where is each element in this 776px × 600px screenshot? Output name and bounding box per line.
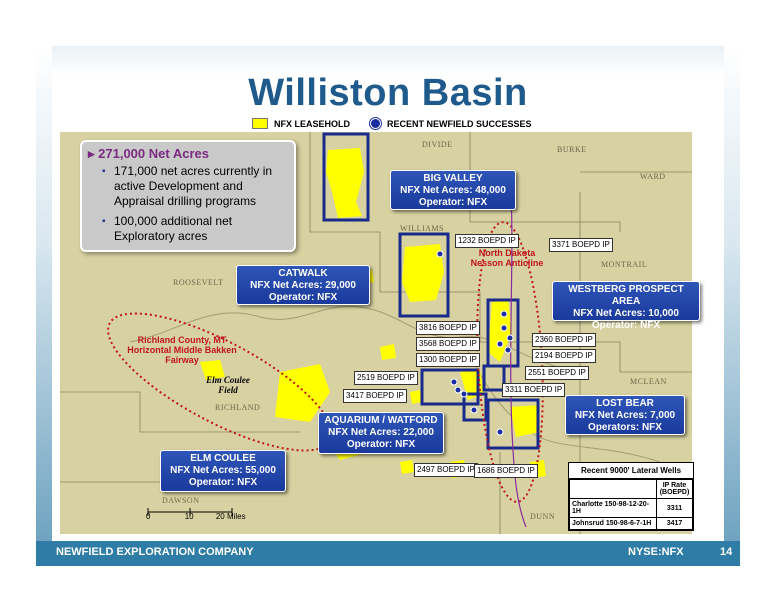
wells-table-title: Recent 9000' Lateral Wells <box>569 463 693 479</box>
catwalk-acres: NFX Net Acres: 29,000 <box>250 280 356 291</box>
callout-aquarium-watford: AQUARIUM / WATFORD NFX Net Acres: 22,000… <box>318 412 444 454</box>
nfx-area-boxes <box>322 132 540 450</box>
ip-label-3417: 3417 BOEPD IP <box>343 389 407 403</box>
net-acres-bullets: 171,000 net acres currently in active De… <box>88 164 288 244</box>
map-legend: NFX LEASEHOLD RECENT NEWFIELD SUCCESSES <box>252 118 532 129</box>
scale-zero: 0 <box>146 512 151 521</box>
scale-twenty: 20 Miles <box>215 512 246 521</box>
bullet-development: 171,000 net acres currently in active De… <box>102 164 288 209</box>
ip-label-2519: 2519 BOEPD IP <box>354 371 418 385</box>
callout-catwalk: CATWALK NFX Net Acres: 29,000 Operator: … <box>236 265 370 305</box>
catwalk-name: CATWALK <box>278 268 328 279</box>
lost-bear-acres: NFX Net Acres: 7,000 <box>574 410 676 421</box>
ip-label-3568: 3568 BOEPD IP <box>416 337 480 351</box>
ip-label-3816: 3816 BOEPD IP <box>416 321 480 335</box>
table-row: Charlotte 150-98-12-20-1H 3311 <box>569 498 693 518</box>
well-ip-cell: 3417 <box>656 517 693 530</box>
ip-label-2194: 2194 BOEPD IP <box>532 349 596 363</box>
county-mountrail: MONTRAIL <box>601 260 648 269</box>
net-acres-infobox: ▸ 271,000 Net Acres 171,000 net acres cu… <box>80 140 296 252</box>
callout-lost-bear: LOST BEAR NFX Net Acres: 7,000 Operators… <box>565 395 685 435</box>
slide-title: Williston Basin <box>248 72 528 114</box>
legend-successes-label: RECENT NEWFIELD SUCCESSES <box>387 118 532 129</box>
aquarium-name: AQUARIUM / WATFORD <box>324 415 438 426</box>
header-ip-rate: IP Rate (BOEPD) <box>656 479 693 499</box>
footer-company: NEWFIELD EXPLORATION COMPANY <box>56 546 254 558</box>
callout-big-valley: BIG VALLEY NFX Net Acres: 48,000 Operato… <box>390 170 516 210</box>
footer-bar <box>36 541 740 566</box>
westberg-name: WESTBERG PROSPECT AREA <box>568 284 684 307</box>
lost-bear-name: LOST BEAR <box>596 398 654 409</box>
legend-leasehold-label: NFX LEASEHOLD <box>274 118 351 129</box>
aquarium-acres: NFX Net Acres: 22,000 <box>328 427 434 438</box>
county-mclean: MCLEAN <box>630 377 667 386</box>
table-row: Johnsrud 150-98-6-7-1H 3417 <box>569 517 693 530</box>
footer-ticker: NYSE:NFX <box>628 546 684 558</box>
page-number: 14 <box>720 546 733 558</box>
right-accent-bar <box>724 46 740 541</box>
elm-coulee-acres: NFX Net Acres: 55,000 <box>170 465 276 476</box>
header-blank-cell <box>569 479 657 499</box>
elm-coulee-field-label: Elm Coulee Field <box>206 375 250 395</box>
elm-coulee-operator: Operator: NFX <box>188 477 258 488</box>
ip-label-1300: 1300 BOEPD IP <box>416 353 480 367</box>
well-name-cell: Charlotte 150-98-12-20-1H <box>569 498 657 518</box>
county-burke: BURKE <box>557 145 587 154</box>
leasehold-swatch <box>252 118 268 129</box>
scale-bar <box>147 508 233 516</box>
table-header-row: IP Rate (BOEPD) <box>569 479 693 499</box>
county-richland: RICHLAND <box>215 403 261 412</box>
county-dawson: DAWSON <box>162 496 200 505</box>
richland-fairway-label: Richland County, MT Horizontal Middle Ba… <box>127 335 237 365</box>
county-williams: WILLIAMS <box>400 224 444 233</box>
bullet-exploratory: 100,000 additional net Exploratory acres <box>102 214 288 244</box>
westberg-operator: Operator: NFX <box>591 320 661 331</box>
scale-labels: 0 10 20 Miles <box>146 512 246 521</box>
nesson-anticline-label: North Dakota Nesson Anticline <box>470 248 544 268</box>
big-valley-name: BIG VALLEY <box>423 173 483 184</box>
catwalk-operator: Operator: NFX <box>268 292 338 303</box>
ip-label-2551: 2551 BOEPD IP <box>525 366 589 380</box>
ip-label-1686: 1686 BOEPD IP <box>474 464 538 478</box>
aquarium-operator: Operator: NFX <box>346 439 416 450</box>
ip-label-3311: 3311 BOEPD IP <box>502 383 566 397</box>
county-roosevelt: ROOSEVELT <box>173 278 224 287</box>
success-dot-icon <box>370 118 382 129</box>
big-valley-acres: NFX Net Acres: 48,000 <box>400 185 506 196</box>
net-acres-heading-text: 271,000 Net Acres <box>98 146 209 161</box>
county-dunn: DUNN <box>530 512 556 521</box>
well-ip-cell: 3311 <box>656 498 693 518</box>
net-acres-heading: ▸ 271,000 Net Acres <box>88 146 209 161</box>
county-ward: WARD <box>640 172 666 181</box>
ip-label-3371: 3371 BOEPD IP <box>549 238 613 252</box>
callout-westberg: WESTBERG PROSPECT AREA NFX Net Acres: 10… <box>552 281 700 331</box>
lost-bear-operator: Operators: NFX <box>588 422 662 433</box>
left-accent-bar <box>36 46 52 541</box>
big-valley-operator: Operator: NFX <box>418 197 488 208</box>
westberg-acres: NFX Net Acres: 10,000 <box>573 308 679 319</box>
top-band <box>36 46 740 76</box>
ip-label-2497: 2497 BOEPD IP <box>414 463 478 477</box>
ip-label-1232: 1232 BOEPD IP <box>455 234 519 248</box>
county-divide: DIVIDE <box>422 140 453 149</box>
recent-wells-table: Recent 9000' Lateral Wells IP Rate (BOEP… <box>568 462 694 531</box>
scale-ten: 10 <box>184 512 194 521</box>
elm-coulee-name: ELM COULEE <box>190 453 256 464</box>
callout-elm-coulee: ELM COULEE NFX Net Acres: 55,000 Operato… <box>160 450 286 492</box>
ip-label-2360: 2360 BOEPD IP <box>532 333 596 347</box>
well-dots <box>436 250 514 436</box>
well-name-cell: Johnsrud 150-98-6-7-1H <box>569 517 657 530</box>
wells-table-grid: IP Rate (BOEPD) Charlotte 150-98-12-20-1… <box>569 479 693 530</box>
